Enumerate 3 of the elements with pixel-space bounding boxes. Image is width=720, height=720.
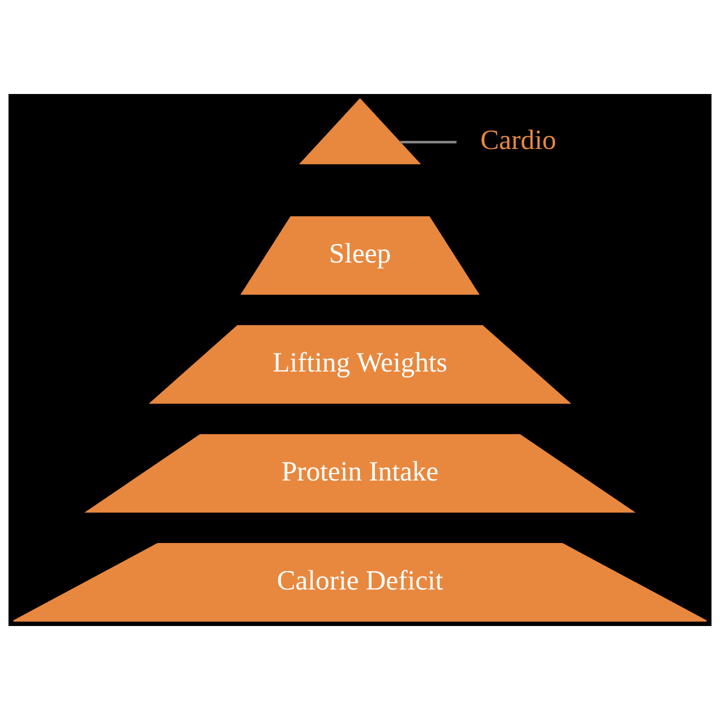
connector: [400, 140, 456, 144]
node-text: Cardio: [480, 125, 556, 156]
node-triangle: [299, 98, 421, 164]
